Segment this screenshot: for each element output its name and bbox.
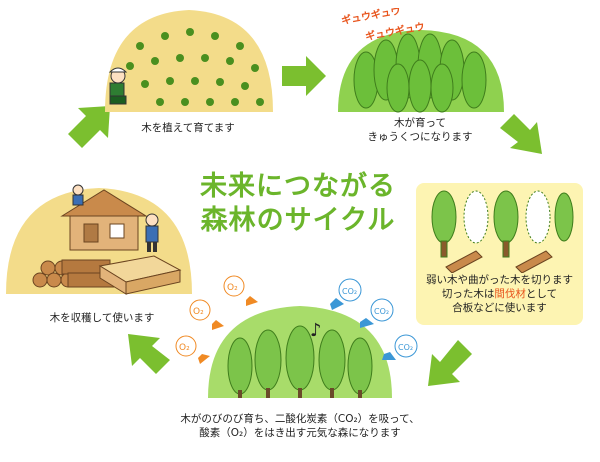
o2-arrow-icon [246, 296, 258, 306]
thinning-caption: 弱い木や曲がった木を切ります 切った木は間伐材として 合板などに使います [416, 273, 583, 315]
crowded-forest-illustration: ギュウギュウ ギュウギュウ [338, 8, 504, 113]
title-line-2: 森林のサイクル [200, 205, 396, 236]
plant-caption: 木を植えて育てます [141, 122, 235, 134]
co2-arrow-icon [360, 318, 374, 328]
svg-text:O₂: O₂ [193, 307, 204, 317]
thinning-illustration [431, 190, 574, 273]
thinning-caption-line-3: 合板などに使います [452, 302, 547, 314]
diagram-title: 未来につながる 森林のサイクル [178, 170, 418, 238]
svg-text:CO₂: CO₂ [374, 307, 389, 316]
thinning-caption-post: として [525, 288, 558, 300]
healthy-caption-line-1: 木がのびのび育ち、二酸化炭素（CO₂）を吸って、 [180, 413, 420, 425]
sound-effect-1: ギュウギュウ [340, 8, 401, 27]
co2-bubble-2: CO₂ [370, 298, 394, 322]
thinning-highlight: 間伐材 [494, 288, 526, 300]
crowded-caption: 木が育って きゅうくつになります [340, 116, 500, 144]
svg-text:O₂: O₂ [227, 283, 238, 293]
o2-arrow-icon [212, 320, 224, 330]
thinning-caption-line-2: 切った木は間伐材として [416, 287, 583, 301]
title-line-1: 未来につながる [200, 171, 396, 202]
healthy-caption: 木がのびのび育ち、二酸化炭素（CO₂）を吸って、 酸素（O₂）をはき出す元気な森… [140, 412, 460, 440]
co2-arrow-icon [382, 352, 396, 360]
thinning-caption-pre: 切った木は [441, 288, 495, 300]
healthy-caption-line-2: 酸素（O₂）をはき出す元気な森になります [199, 427, 401, 439]
o2-bubble-3: O₂ [175, 335, 197, 357]
o2-arrow-icon [198, 354, 210, 364]
worker-icon [145, 213, 159, 252]
co2-arrow-icon [330, 298, 344, 310]
music-note-icon: ♪ [310, 320, 322, 341]
arrow-down-left-icon [428, 340, 472, 386]
arrow-up-left-icon [128, 334, 170, 374]
crowded-caption-line-2: きゅうくつになります [367, 131, 473, 143]
o2-bubble-1: O₂ [223, 275, 245, 297]
worker-icon [108, 67, 128, 105]
worker-on-roof-icon [72, 184, 84, 206]
svg-text:CO₂: CO₂ [342, 287, 357, 296]
healthy-forest-illustration: ♪ CO₂ CO₂ CO₂ O₂ O₂ O₂ [175, 275, 418, 398]
co2-bubble-3: CO₂ [394, 334, 418, 358]
thinning-panel: 弱い木や曲がった木を切ります 切った木は間伐材として 合板などに使います [416, 183, 583, 325]
arrow-right-icon [282, 56, 326, 96]
lumber-icon [98, 255, 182, 295]
arrow-down-right-icon [500, 114, 542, 154]
co2-bubble-1: CO₂ [338, 278, 362, 302]
thinning-caption-line-1: 弱い木や曲がった木を切ります [426, 274, 573, 286]
house-icon [60, 189, 148, 251]
harvest-illustration [6, 184, 192, 295]
arrow-up-right-icon [68, 106, 110, 148]
crowded-caption-line-1: 木が育って [394, 117, 446, 129]
harvest-caption: 木を収穫して使います [49, 312, 155, 324]
o2-bubble-2: O₂ [189, 299, 211, 321]
svg-text:CO₂: CO₂ [398, 343, 413, 352]
planting-illustration [105, 10, 273, 112]
svg-text:O₂: O₂ [179, 343, 190, 353]
